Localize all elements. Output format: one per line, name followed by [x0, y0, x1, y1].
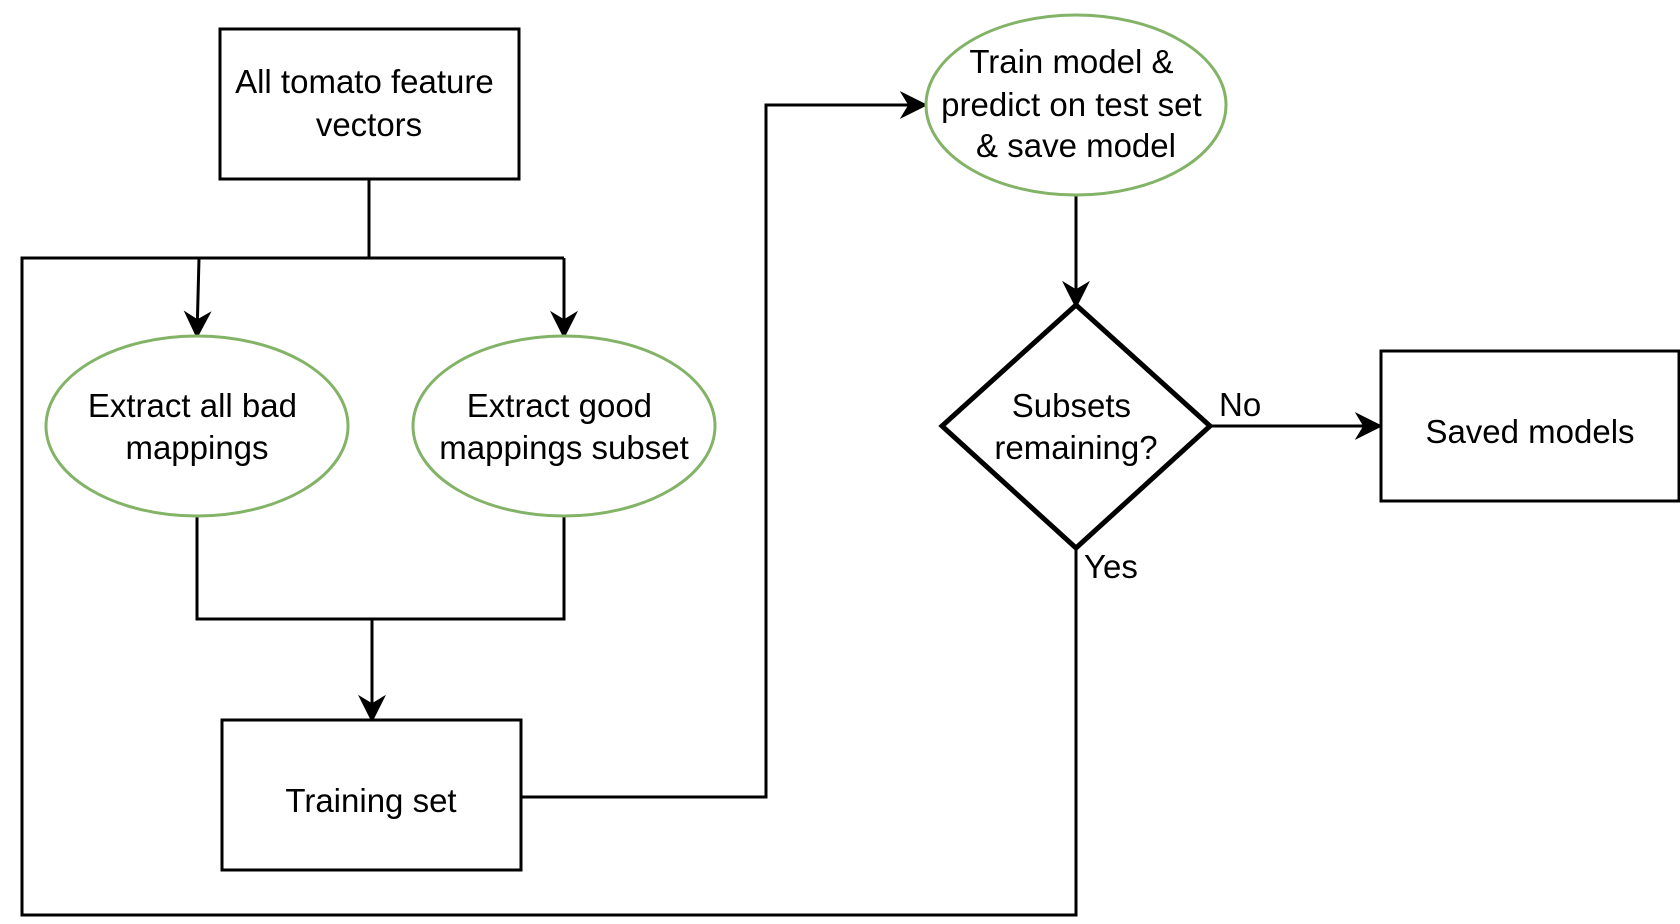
extract-good-ellipse — [411, 334, 717, 518]
extract-bad-label-line1: Extract all bad — [88, 387, 297, 424]
extract-good-label-line1: Extract good — [467, 387, 652, 424]
edge-training-to-train-model — [521, 91, 928, 799]
edges — [20, 91, 1383, 917]
node-training-set: Training set — [220, 718, 523, 872]
svg-text:All tomato feature vecto: All tomato feature vectors — [235, 63, 503, 143]
all-vectors-label-line1: All tomato feature — [235, 63, 494, 100]
train-model-ellipse — [924, 13, 1228, 197]
node-extract-bad: Extract all bad mappings — [44, 334, 350, 518]
saved-models-label: Saved models — [1425, 413, 1634, 450]
svg-text:Training set: Training set — [285, 782, 456, 819]
all-vectors-box — [218, 27, 521, 181]
node-saved-models: Saved models — [1379, 349, 1680, 503]
training-set-box — [220, 718, 523, 872]
node-subsets-remaining: Subsets remaining? — [938, 301, 1214, 552]
svg-text:Train model & predict on: Train model & predict on test set & save… — [941, 43, 1211, 164]
svg-text:Subsets remaining?: Subsets remaining? — [994, 387, 1157, 466]
train-model-label-line1: Train model & — [969, 43, 1173, 80]
edge-loop-back — [20, 256, 1078, 917]
decision-diamond — [938, 301, 1214, 552]
train-model-label-line3: & save model — [976, 127, 1176, 164]
saved-models-box — [1379, 349, 1680, 503]
extract-bad-ellipse — [44, 334, 350, 518]
decision-label-line1: Subsets — [1012, 387, 1131, 424]
node-extract-good: Extract good mappings subset — [411, 334, 717, 518]
edge-split-to-extract-bad — [183, 257, 212, 339]
train-model-label-line2: predict on test set — [941, 86, 1201, 123]
node-all-vectors: All tomato feature vectors — [218, 27, 521, 181]
edge-label-no: No — [1219, 386, 1261, 423]
node-train-model: Train model & predict on test set & save… — [924, 13, 1228, 197]
svg-text:Extract good mappings su: Extract good mappings subset — [439, 387, 688, 466]
edge-label-yes: Yes — [1084, 548, 1138, 585]
svg-text:Extract all bad mappings: Extract all bad mappings — [88, 387, 306, 466]
training-set-label: Training set — [285, 782, 456, 819]
edge-extract-bad-to-merge — [195, 516, 566, 621]
extract-good-label-line2: mappings subset — [439, 429, 688, 466]
decision-label-line2: remaining? — [994, 429, 1157, 466]
all-vectors-label-line2: vectors — [316, 106, 422, 143]
extract-bad-label-line2: mappings — [125, 429, 268, 466]
svg-text:Saved models: Saved models — [1425, 413, 1634, 450]
